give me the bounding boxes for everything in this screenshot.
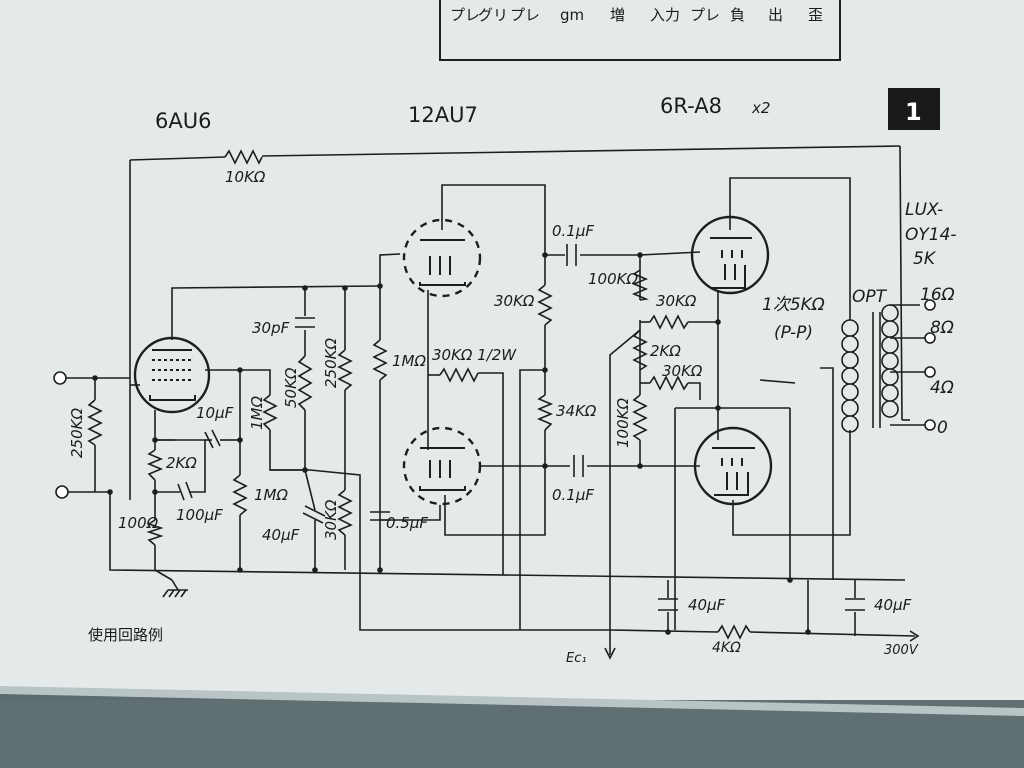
side-table-cell: プレ bbox=[450, 6, 480, 24]
figure-caption: 使用回路例 bbox=[88, 626, 163, 644]
tube-12au7-upper bbox=[402, 218, 482, 298]
label-r-pi: 30KΩ 1/2W bbox=[432, 346, 517, 364]
resistors bbox=[87, 149, 751, 640]
label-r-feedback: 10KΩ bbox=[225, 168, 266, 186]
label-r-plate-upper: 30KΩ bbox=[494, 292, 535, 310]
label-r-screen: 1MΩ bbox=[248, 396, 266, 430]
label-supply-bias: Ec₁ bbox=[566, 651, 587, 666]
opt-tap-0: 0 bbox=[937, 418, 948, 438]
side-table-cell: 入力 bbox=[650, 6, 680, 24]
figure-number-box bbox=[888, 88, 940, 130]
opt-tap-4: 4Ω bbox=[930, 378, 954, 398]
side-table-cell: 出 bbox=[768, 6, 783, 24]
label-c-screen: 10μF bbox=[196, 404, 234, 422]
transformer-labels: LUX- OY14- 5K OPT 1次5KΩ (P-P) 16Ω 8Ω 4Ω … bbox=[762, 200, 957, 438]
label-r-grid-lower: 100KΩ bbox=[614, 398, 632, 448]
paper-bottom-edge bbox=[0, 686, 1024, 716]
opt-tap-8: 8Ω bbox=[930, 318, 954, 338]
label-r-cathode-100: 100Ω bbox=[118, 514, 159, 532]
label-c-05: 0.5μF bbox=[386, 514, 428, 532]
tube-12au7-lower bbox=[402, 426, 482, 506]
label-r-cathode-2k: 2KΩ bbox=[166, 454, 197, 472]
tube-6ra8-lower bbox=[693, 426, 773, 506]
tube-label-6au6: 6AU6 bbox=[155, 109, 211, 133]
label-c-filter-2: 40μF bbox=[874, 596, 912, 614]
side-table-cell: gm bbox=[560, 6, 584, 24]
opt-primary-line1: 1次5KΩ bbox=[762, 295, 825, 315]
opt-model-line2: OY14- bbox=[905, 225, 957, 245]
label-r-grid-upper: 100KΩ bbox=[588, 270, 638, 288]
component-labels: 10KΩ 250KΩ 2KΩ 100Ω 100μF 10μF 1MΩ 30pF … bbox=[68, 168, 919, 666]
label-r-plate-250k: 250KΩ bbox=[322, 338, 340, 388]
tube-6ra8-upper bbox=[690, 215, 770, 295]
label-supply-b: 300V bbox=[884, 643, 919, 658]
label-c-coupling-lower: 0.1μF bbox=[552, 486, 594, 504]
figure-number: 1 bbox=[905, 98, 922, 126]
label-r-plate-lower: 34KΩ bbox=[556, 402, 597, 420]
label-c-decouple: 40μF bbox=[262, 526, 300, 544]
label-c-cathode: 100μF bbox=[176, 506, 223, 524]
wiring bbox=[53, 145, 930, 660]
label-r-fb-upper: 30KΩ bbox=[656, 292, 697, 310]
ground-symbol bbox=[154, 569, 188, 598]
side-table-cell: プレ bbox=[510, 6, 540, 24]
side-table-cell: 歪 bbox=[808, 6, 823, 24]
tube-label-6ra8: 6R-A8 bbox=[660, 94, 722, 118]
side-table-cell: 増 bbox=[610, 6, 625, 24]
tube-6au6 bbox=[133, 336, 211, 414]
label-r-input: 250KΩ bbox=[68, 408, 86, 458]
label-c-grid: 30pF bbox=[252, 319, 290, 337]
opt-tap-16: 16Ω bbox=[920, 285, 955, 305]
label-r-filter: 4KΩ bbox=[712, 640, 741, 656]
opt-model-line1: LUX- bbox=[905, 200, 943, 220]
label-c-coupling-upper: 0.1μF bbox=[552, 222, 594, 240]
label-r-fb-lower: 30KΩ bbox=[662, 362, 703, 380]
label-r-balance: 2KΩ bbox=[650, 342, 681, 360]
label-r-decouple: 30KΩ bbox=[322, 499, 340, 540]
side-table-cell: グリ bbox=[478, 6, 508, 24]
tube-label-12au7: 12AU7 bbox=[408, 103, 478, 127]
junctions bbox=[92, 252, 811, 635]
label-c-filter-1: 40μF bbox=[688, 596, 726, 614]
label-r-grid-1m: 1MΩ bbox=[392, 352, 426, 370]
side-table: プレ グリ プレ gm 増 入力 プレ 負 出 歪 bbox=[439, 0, 841, 61]
capacitors bbox=[177, 244, 865, 611]
opt-name: OPT bbox=[852, 287, 888, 307]
tube-count-label: x2 bbox=[751, 99, 770, 117]
output-transformer bbox=[841, 299, 936, 433]
side-table-cell: プレ bbox=[690, 6, 720, 24]
label-r-plate-50k: 50KΩ bbox=[282, 367, 300, 408]
opt-primary-line2: (P-P) bbox=[774, 323, 813, 343]
label-r-bias-1m: 1MΩ bbox=[254, 486, 288, 504]
side-table-cell: 負 bbox=[730, 6, 745, 24]
opt-model-line3: 5K bbox=[913, 249, 937, 269]
